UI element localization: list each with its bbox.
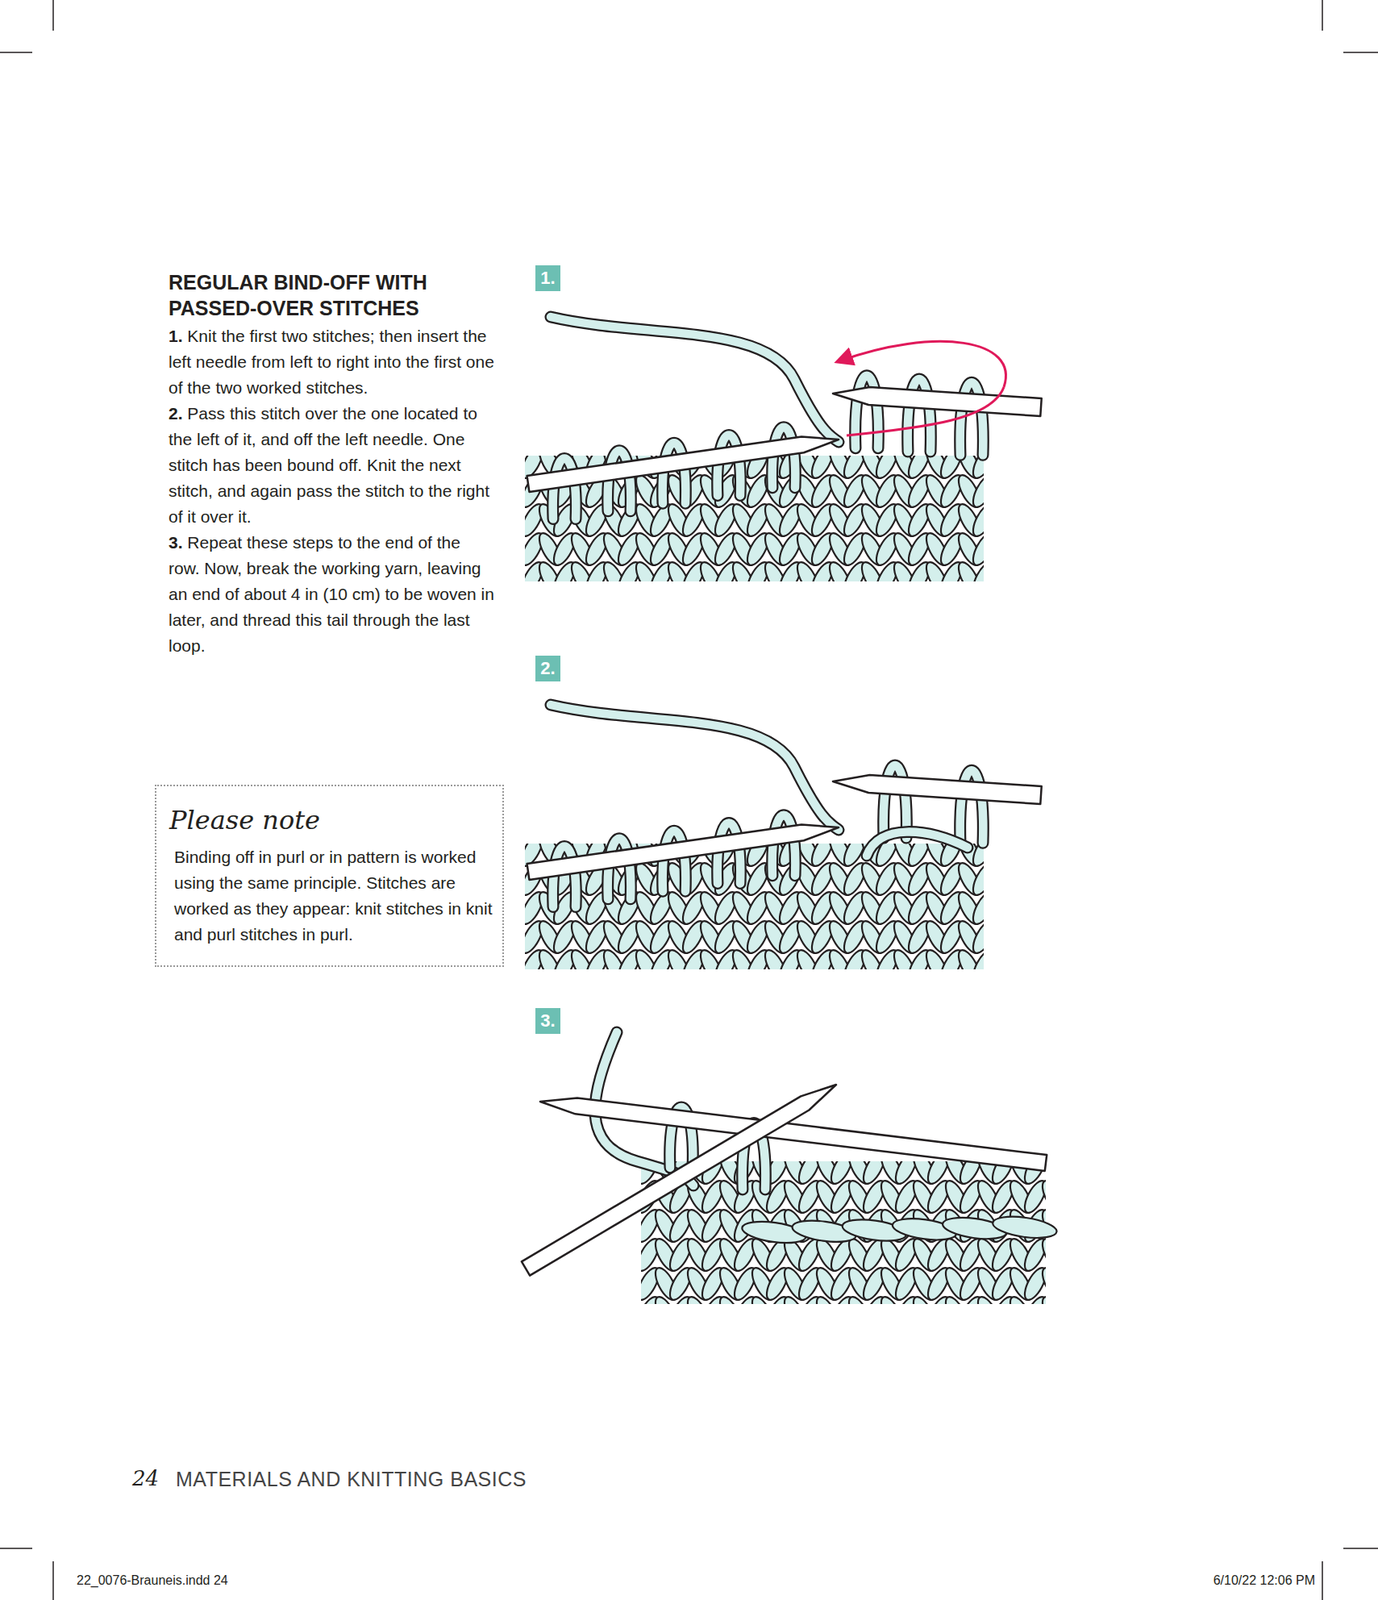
stitch-leg <box>909 1293 940 1304</box>
stitch-leg <box>969 888 984 927</box>
knitting-needle <box>832 774 1042 804</box>
instructions: 1. Knit the first two stitches; then ins… <box>168 323 496 659</box>
working-yarn <box>550 316 839 442</box>
callout-number: 3. <box>535 1007 561 1034</box>
stitch-leg <box>716 1293 746 1304</box>
knitting-needle <box>832 387 1042 417</box>
bound-off-chain <box>991 1212 1059 1241</box>
print-slug: 22_0076-Brauneis.indd 24 <box>76 1573 229 1588</box>
stitch-leg <box>812 1293 843 1304</box>
note-box: Please noteBinding off in purl or in pat… <box>154 784 504 967</box>
passed-stitch <box>866 832 968 856</box>
working-yarn <box>550 704 839 830</box>
stitch-leg <box>969 500 984 539</box>
motion-arrow <box>846 387 1004 436</box>
step-text: Pass this stitch over the one located to… <box>168 403 490 526</box>
stitch-leg <box>969 917 984 956</box>
working-yarn <box>550 704 839 830</box>
stitch-leg <box>969 946 984 970</box>
stitch-leg <box>780 1293 811 1304</box>
stitch-leg <box>683 1293 714 1304</box>
print-slug: 6/10/22 12:06 PM <box>1213 1573 1316 1588</box>
stitch-leg <box>651 1293 682 1304</box>
working-yarn <box>550 316 839 442</box>
stitch-leg <box>748 1293 779 1304</box>
callout-number: 2. <box>535 655 561 682</box>
passed-stitch <box>866 832 968 856</box>
stitch-leg <box>969 529 984 568</box>
knitted-fabric <box>641 1161 1046 1304</box>
stitch-leg <box>877 1293 908 1304</box>
callout-number: 1. <box>535 265 561 292</box>
stitch-leg <box>974 1293 1004 1304</box>
step-text: Repeat these steps to the end of the row… <box>168 532 495 655</box>
knitting-needle <box>527 824 839 879</box>
note-body: Binding off in purl or in pattern is wor… <box>174 844 496 948</box>
stitch-leg <box>969 471 984 510</box>
stitch-leg <box>1038 1293 1046 1304</box>
note-heading: Please note <box>169 803 496 837</box>
instruction-step: 3. Repeat these steps to the end of the … <box>168 529 496 659</box>
stitch-leg <box>969 859 984 898</box>
step-number: 2. <box>168 403 184 423</box>
step-number: 3. <box>168 532 184 552</box>
stitch-leg <box>845 1293 875 1304</box>
stitch-leg <box>1006 1293 1037 1304</box>
step-text: Knit the first two stitches; then insert… <box>168 326 495 397</box>
stitch-leg <box>941 1293 972 1304</box>
running-footer: MATERIALS AND KNITTING BASICS <box>175 1467 527 1491</box>
instruction-step: 2. Pass this stitch over the one located… <box>168 400 496 530</box>
page-number: 24 <box>132 1465 159 1491</box>
knitting-needle <box>521 1084 837 1276</box>
motion-arrow <box>838 341 1006 388</box>
stitch-leg <box>969 558 984 582</box>
instruction-step: 1. Knit the first two stitches; then ins… <box>168 323 496 401</box>
knitting-needle <box>527 436 839 492</box>
page-title: REGULAR BIND-OFF WITH PASSED-OVER STITCH… <box>168 269 508 321</box>
step-number: 1. <box>168 326 184 346</box>
